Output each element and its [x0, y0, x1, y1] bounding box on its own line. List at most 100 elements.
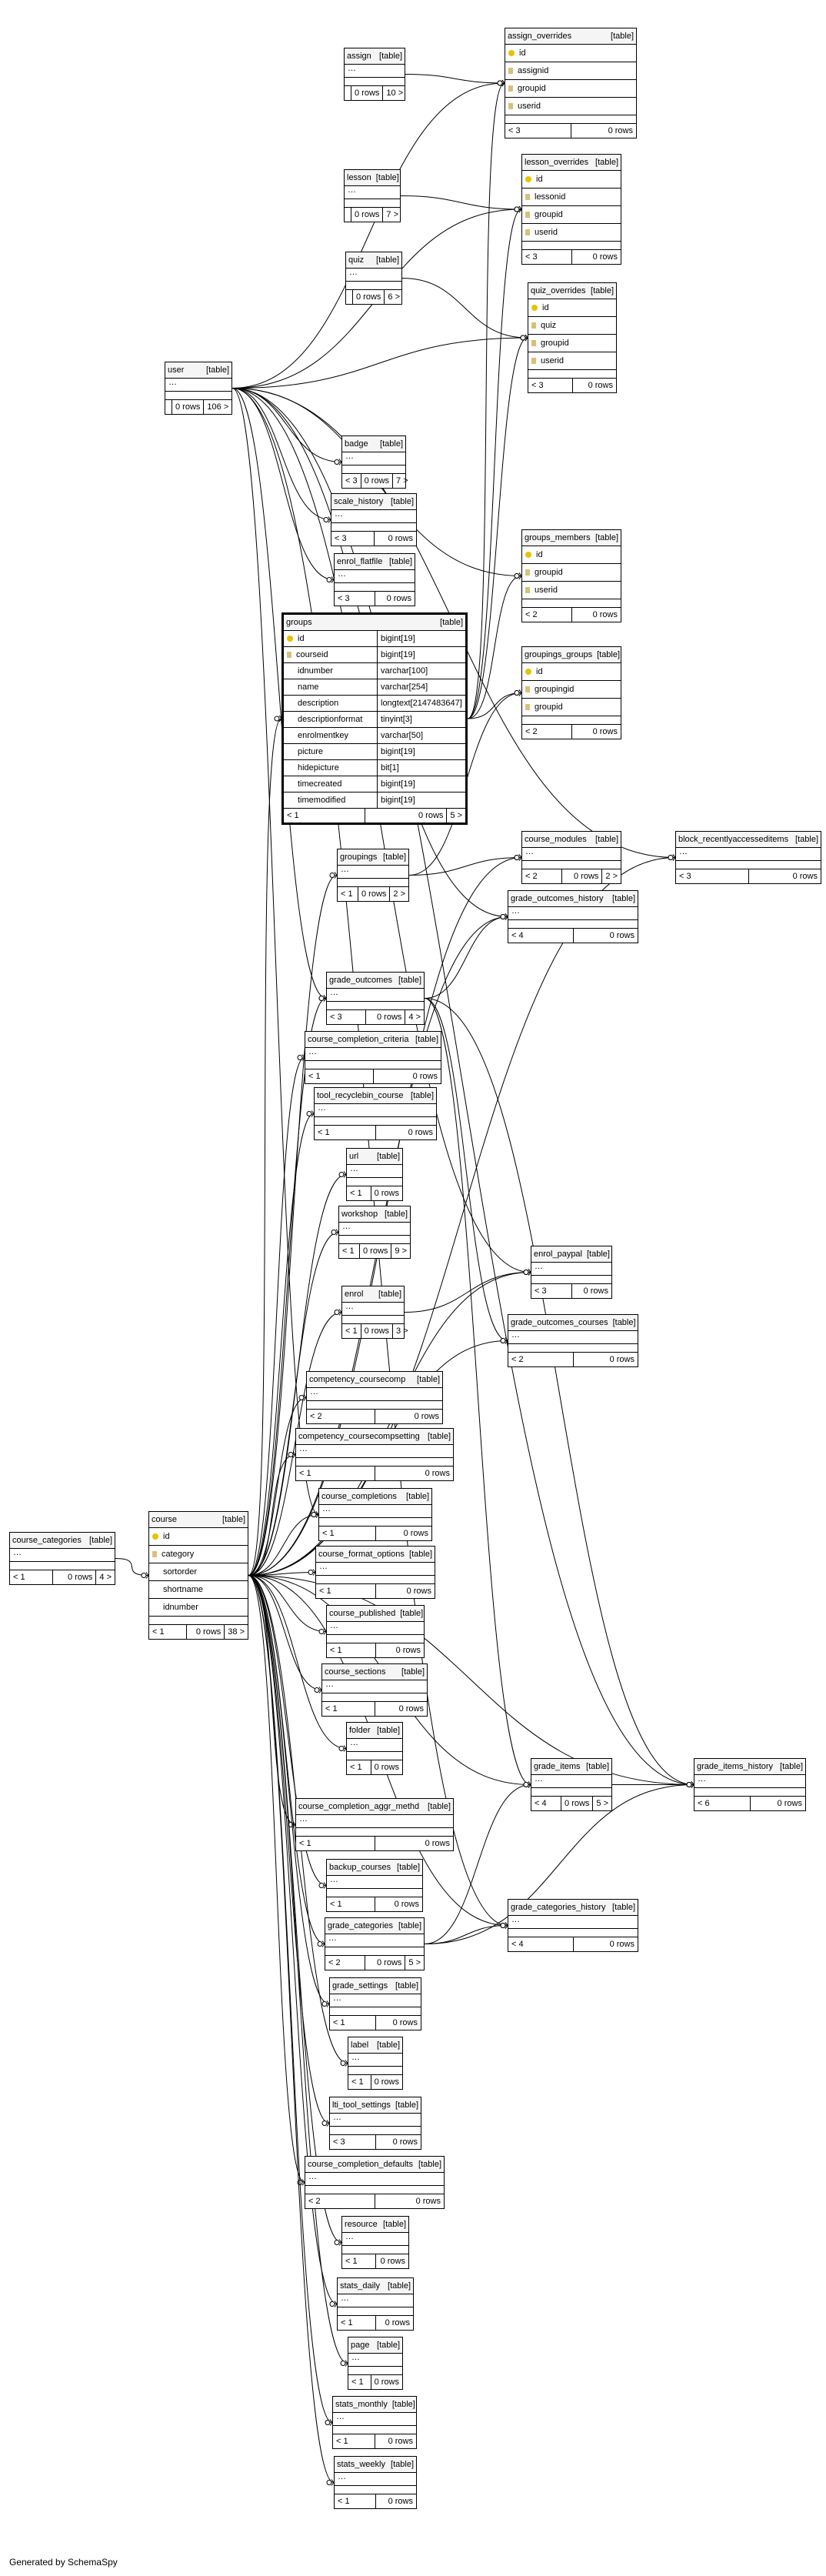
parent-count[interactable]: < 3 — [679, 872, 691, 881]
parent-count[interactable]: < 1 — [287, 811, 299, 820]
parent-count[interactable]: < 1 — [350, 1189, 362, 1198]
parent-count[interactable]: < 3 — [531, 381, 544, 390]
column-row[interactable]: groupid — [505, 80, 636, 98]
column-row[interactable]: category — [149, 1546, 248, 1563]
column-row[interactable]: id — [522, 546, 621, 564]
parent-count[interactable]: < 4 — [511, 931, 524, 940]
table-name[interactable]: grade_items — [534, 1762, 581, 1771]
column-row[interactable]: groupid — [522, 699, 621, 716]
table-name[interactable]: scale_history — [334, 497, 384, 506]
parent-count[interactable]: < 1 — [330, 1900, 342, 1909]
parent-count[interactable]: < 4 — [535, 1799, 547, 1808]
table-name[interactable]: quiz — [348, 255, 365, 265]
parent-count[interactable]: < 1 — [336, 2437, 348, 2446]
column-row[interactable]: groupingid — [522, 681, 621, 699]
parent-count[interactable]: < 1 — [319, 1587, 331, 1596]
table-name[interactable]: lesson — [347, 173, 371, 182]
column-row[interactable]: lessonid — [522, 189, 621, 206]
child-count[interactable]: 106 > — [203, 400, 231, 414]
child-count[interactable]: 5 > — [405, 1956, 424, 1970]
table-name[interactable]: course_completion_criteria — [308, 1035, 409, 1044]
column-row[interactable]: id — [522, 171, 621, 189]
child-count[interactable]: 5 > — [446, 809, 465, 823]
table-name[interactable]: stats_weekly — [337, 2460, 385, 2469]
column-row[interactable]: userid — [522, 224, 621, 242]
child-count[interactable]: 4 > — [405, 1010, 424, 1024]
parent-count[interactable]: < 1 — [350, 1763, 362, 1772]
child-count[interactable]: 7 > — [392, 474, 411, 488]
table-name[interactable]: grade_outcomes — [329, 976, 392, 985]
table-name[interactable]: grade_outcomes_history — [511, 894, 604, 903]
parent-count[interactable]: < 2 — [511, 1355, 524, 1364]
table-name[interactable]: assign — [347, 52, 371, 61]
parent-count[interactable]: < 1 — [299, 1469, 311, 1478]
table-name[interactable]: course_completion_defaults — [308, 2160, 413, 2169]
parent-count[interactable]: < 3 — [535, 1286, 547, 1296]
parent-count[interactable]: < 4 — [511, 1940, 524, 1949]
table-name[interactable]: block_recentlyaccesseditems — [678, 835, 789, 844]
column-row[interactable]: idnumber — [149, 1599, 248, 1617]
column-row[interactable]: sortorder — [149, 1563, 248, 1581]
table-name[interactable]: page — [351, 2341, 370, 2350]
table-name[interactable]: stats_daily — [340, 2281, 380, 2291]
table-name[interactable]: grade_categories — [328, 1921, 394, 1930]
child-count[interactable]: 6 > — [384, 290, 403, 304]
parent-count[interactable]: < 2 — [525, 872, 538, 881]
parent-count[interactable]: < 1 — [318, 1128, 330, 1137]
parent-count[interactable]: < 3 — [333, 2137, 345, 2147]
parent-count[interactable]: < 2 — [308, 2197, 321, 2206]
table-name[interactable]: course_published — [329, 1609, 396, 1618]
child-count[interactable]: 5 > — [592, 1797, 611, 1810]
parent-count[interactable]: < 3 — [330, 1013, 342, 1022]
parent-count[interactable]: < 1 — [342, 1246, 355, 1256]
table-name[interactable]: enrol_paypal — [534, 1250, 582, 1259]
table-name[interactable]: resource — [345, 2220, 378, 2229]
table-name[interactable]: course_sections — [325, 1667, 386, 1677]
parent-count[interactable] — [165, 400, 172, 414]
table-name[interactable]: enrol — [345, 1290, 364, 1299]
parent-count[interactable]: < 1 — [13, 1573, 25, 1582]
table-name[interactable]: groupings_groups — [525, 650, 593, 659]
parent-count[interactable]: < 2 — [328, 1958, 341, 1967]
parent-count[interactable]: < 3 — [525, 252, 538, 262]
child-count[interactable]: 2 > — [601, 869, 621, 883]
column-row[interactable]: shortname — [149, 1581, 248, 1599]
table-name[interactable]: grade_categories_history — [511, 1903, 606, 1912]
parent-count[interactable]: < 1 — [152, 1627, 165, 1637]
table-name[interactable]: course — [152, 1515, 178, 1524]
